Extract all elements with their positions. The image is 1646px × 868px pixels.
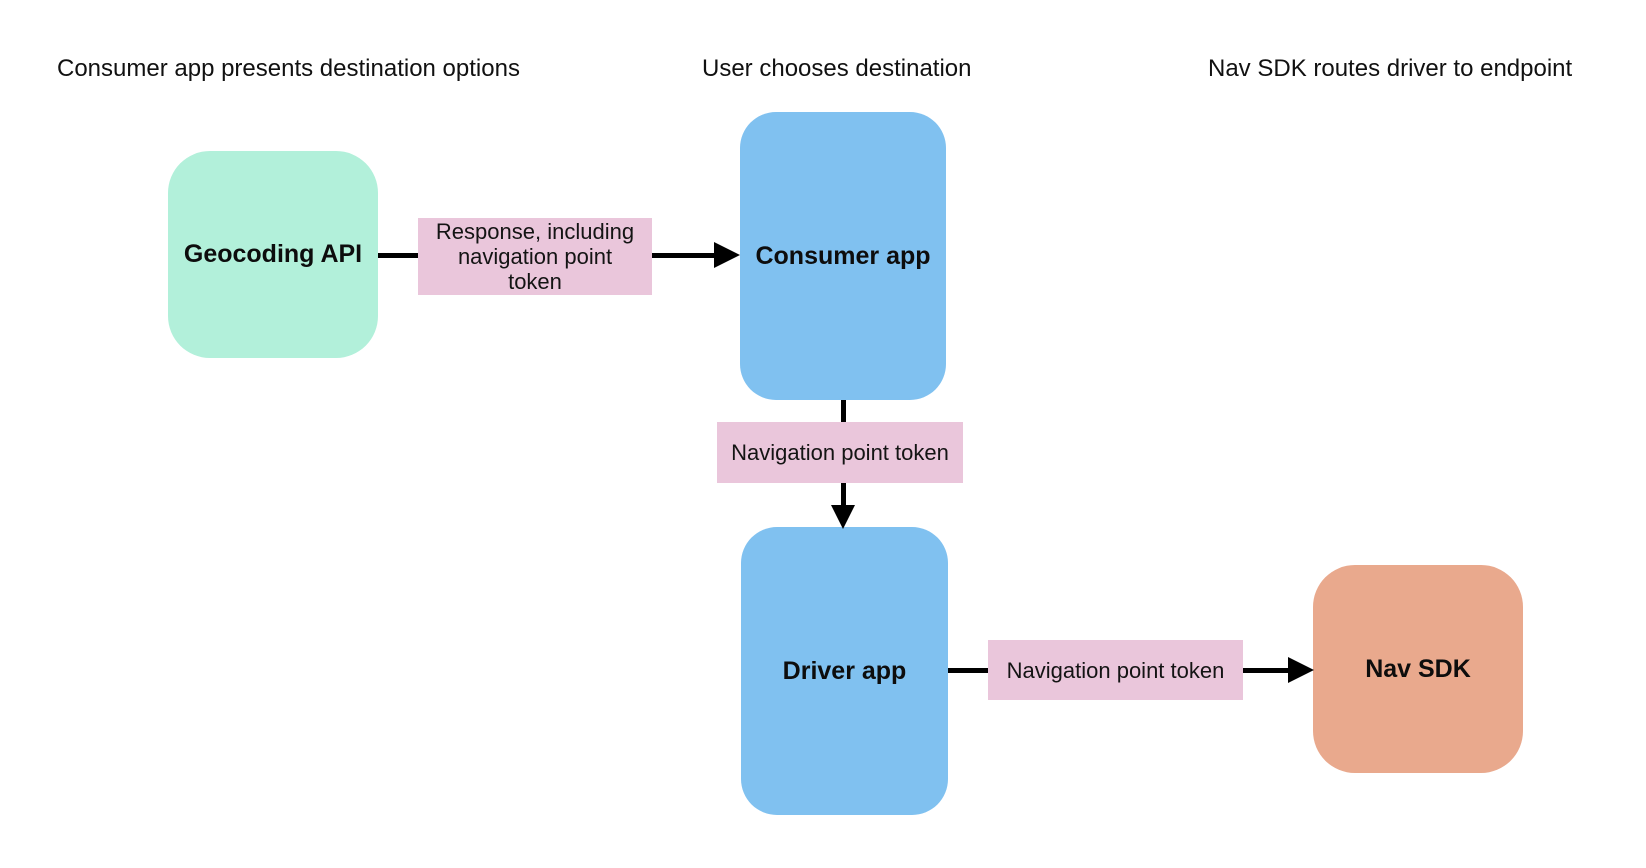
edge-geocoding-to-consumer-line-left xyxy=(378,253,418,258)
edge-label-nav-point-token-horizontal: Navigation point token xyxy=(988,640,1243,700)
edge-consumer-to-driver-line-top xyxy=(841,400,846,422)
arrowhead-right-icon xyxy=(714,242,740,268)
phase-label-nav-sdk-routes: Nav SDK routes driver to endpoint xyxy=(1208,55,1573,82)
edge-label-response-token: Response, including navigation point tok… xyxy=(418,218,652,295)
phase-label-consumer-presents: Consumer app presents destination option… xyxy=(57,55,520,82)
edge-consumer-to-driver-line-bottom xyxy=(841,483,846,505)
node-consumer-app: Consumer app xyxy=(740,112,946,400)
edge-geocoding-to-consumer-line-right xyxy=(652,253,714,258)
arrowhead-right-icon xyxy=(1288,657,1314,683)
node-driver-app: Driver app xyxy=(741,527,948,815)
node-geocoding-api: Geocoding API xyxy=(168,151,378,358)
arrowhead-down-icon xyxy=(831,505,855,529)
edge-driver-to-navsdk-line-left xyxy=(948,668,988,673)
phase-label-user-chooses: User chooses destination xyxy=(702,55,972,82)
edge-driver-to-navsdk-line-right xyxy=(1243,668,1288,673)
node-nav-sdk: Nav SDK xyxy=(1313,565,1523,773)
edge-label-nav-point-token-vertical: Navigation point token xyxy=(717,422,963,483)
